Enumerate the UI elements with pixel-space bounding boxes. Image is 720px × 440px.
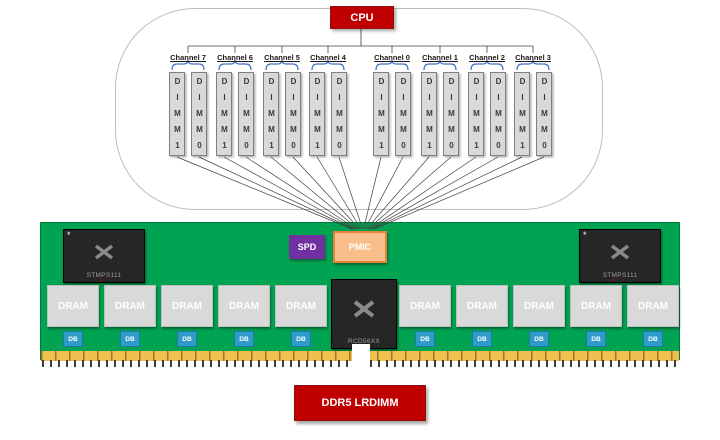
data-buffer-chip: DB: [415, 331, 435, 347]
chip-logo-icon: [610, 244, 630, 260]
channel-group-0: Channel 0 DIMM1 DIMM0: [368, 53, 416, 157]
key-notch: [352, 344, 370, 368]
chip-logo-icon: [94, 244, 114, 260]
dimm-pair: DIMM1 DIMM0: [421, 72, 459, 157]
channel-group-5: Channel 5 DIMM1 DIMM0: [258, 53, 306, 157]
pcb-board: * STMPS111 * STMPS111 SPD PMIC RCD56XX D…: [40, 222, 680, 361]
dimm-pair: DIMM1 DIMM0: [309, 72, 347, 157]
channel-label: Channel 6: [217, 53, 253, 62]
dimm-slot: DIMM1: [216, 72, 232, 157]
dimm-slot: DIMM1: [169, 72, 185, 157]
dram-chip: DRAM: [218, 285, 270, 327]
data-buffer-chip: DB: [472, 331, 492, 347]
data-buffer-chip: DB: [643, 331, 663, 347]
dimm-slot: DIMM1: [514, 72, 530, 157]
data-buffer-chip: DB: [120, 331, 140, 347]
dram-chip: DRAM: [161, 285, 213, 327]
dimm-pair: DIMM1 DIMM0: [263, 72, 301, 157]
dimm-slot: DIMM0: [285, 72, 301, 157]
channel-group-7: Channel 7 DIMM1 DIMM0: [164, 53, 212, 157]
asterisk-marker: *: [583, 230, 587, 240]
dimm-slot: DIMM1: [373, 72, 389, 157]
dram-chip: DRAM: [104, 285, 156, 327]
channel-label: Channel 0: [374, 53, 410, 62]
dram-chip: DRAM: [47, 285, 99, 327]
channel-group-3: Channel 3 DIMM1 DIMM0: [509, 53, 557, 157]
dimm-pair: DIMM1 DIMM0: [373, 72, 411, 157]
channel-label: Channel 5: [264, 53, 300, 62]
dimm-slot: DIMM0: [395, 72, 411, 157]
dimm-slot: DIMM0: [191, 72, 207, 157]
dimm-slot: DIMM0: [443, 72, 459, 157]
dimm-slot: DIMM0: [490, 72, 506, 157]
dimm-pair: DIMM1 DIMM0: [216, 72, 254, 157]
dram-chip: DRAM: [399, 285, 451, 327]
red-marker: *: [99, 277, 103, 287]
red-marker: *: [612, 277, 616, 287]
data-buffer-chip: DB: [586, 331, 606, 347]
dimm-pair: DIMM1 DIMM0: [468, 72, 506, 157]
data-buffer-chip: DB: [63, 331, 83, 347]
channel-label: Channel 2: [469, 53, 505, 62]
chip-logo-icon: [353, 299, 375, 318]
data-buffer-chip: DB: [291, 331, 311, 347]
data-buffer-chip: DB: [177, 331, 197, 347]
channel-label: Channel 4: [310, 53, 346, 62]
spd-chip: SPD: [289, 235, 325, 259]
dimm-slot: DIMM0: [238, 72, 254, 157]
rcd-chip-label: RCD56XX: [347, 338, 381, 345]
sensor-chip-label: STMPS111: [602, 272, 638, 279]
dimm-slot: DIMM1: [421, 72, 437, 157]
sensor-chip-label: STMPS111: [86, 272, 122, 279]
dimm-slot: DIMM1: [263, 72, 279, 157]
channel-group-4: Channel 4 DIMM1 DIMM0: [304, 53, 352, 157]
dram-chip: DRAM: [513, 285, 565, 327]
temp-sensor-chip-right: * STMPS111: [579, 229, 661, 283]
dram-chip: DRAM: [570, 285, 622, 327]
module-caption: DDR5 LRDIMM: [294, 385, 426, 421]
channel-group-2: Channel 2 DIMM1 DIMM0: [463, 53, 511, 157]
dimm-pair: DIMM1 DIMM0: [514, 72, 552, 157]
temp-sensor-chip-left: * STMPS111: [63, 229, 145, 283]
dram-chip: DRAM: [456, 285, 508, 327]
data-buffer-chip: DB: [529, 331, 549, 347]
dram-chip: DRAM: [275, 285, 327, 327]
channel-group-6: Channel 6 DIMM1 DIMM0: [211, 53, 259, 157]
dimm-slot: DIMM0: [536, 72, 552, 157]
cpu-box: CPU: [330, 6, 394, 29]
dimm-slot: DIMM1: [468, 72, 484, 157]
rcd-chip: RCD56XX: [331, 279, 397, 349]
dimm-slot: DIMM0: [331, 72, 347, 157]
channel-group-1: Channel 1 DIMM1 DIMM0: [416, 53, 464, 157]
asterisk-marker: *: [67, 230, 71, 240]
dimm-slot: DIMM1: [309, 72, 325, 157]
pmic-chip: PMIC: [333, 231, 387, 263]
data-buffer-chip: DB: [234, 331, 254, 347]
dram-chip: DRAM: [627, 285, 679, 327]
dimm-pair: DIMM1 DIMM0: [169, 72, 207, 157]
channel-label: Channel 7: [170, 53, 206, 62]
channel-label: Channel 3: [515, 53, 551, 62]
channel-label: Channel 1: [422, 53, 458, 62]
